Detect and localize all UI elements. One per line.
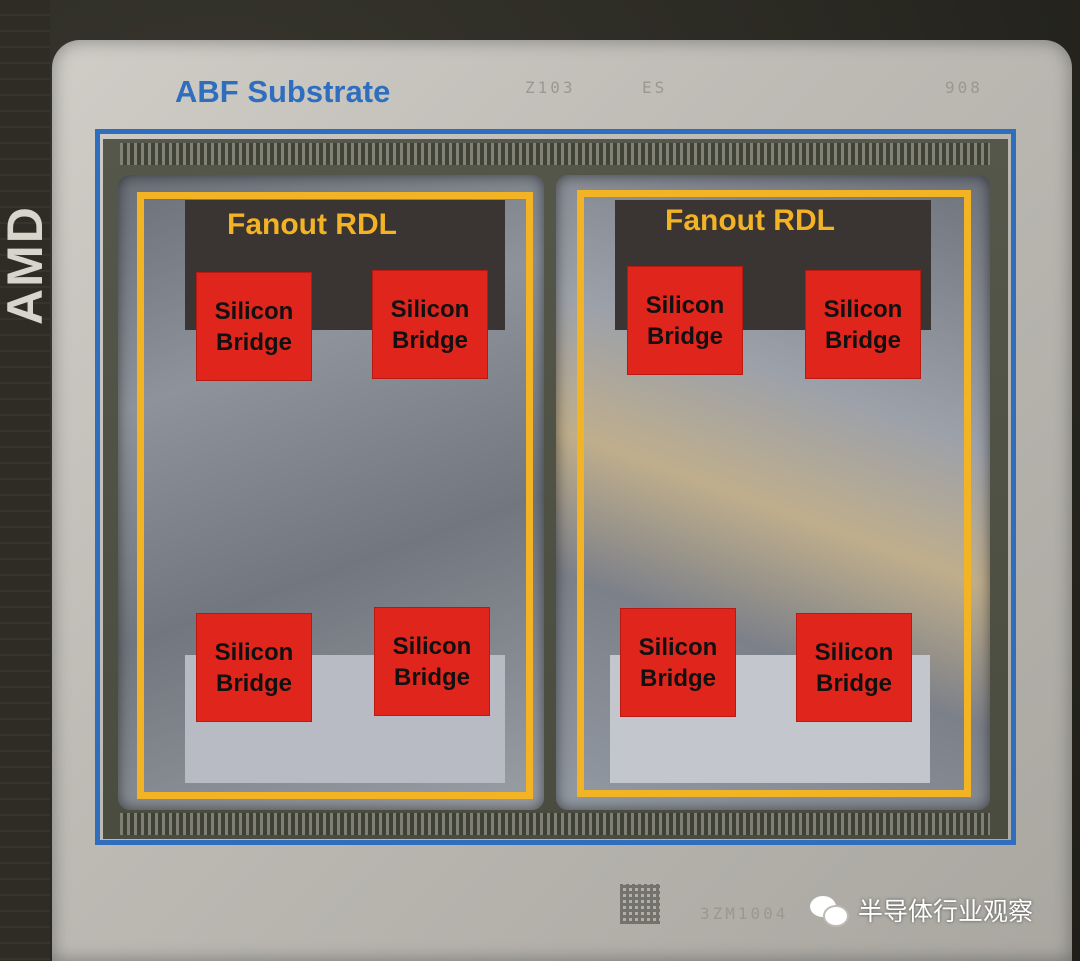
silicon-bridge: Silicon Bridge	[196, 272, 312, 381]
amd-logo: AMD	[0, 205, 53, 325]
bridge-label-line1: Silicon	[645, 291, 725, 319]
pcb-edge	[0, 0, 50, 961]
fanout-rdl-right-outline	[577, 190, 971, 797]
bridge-label-line1: Silicon	[392, 632, 472, 660]
bridge-label-line2: Bridge	[646, 322, 723, 350]
fanout-rdl-label-left: Fanout RDL	[227, 208, 397, 241]
lid-mark-d: 3ZM1004	[700, 904, 789, 923]
bridge-label-line2: Bridge	[391, 326, 468, 354]
abf-substrate-outline	[95, 129, 1016, 845]
silicon-bridge: Silicon Bridge	[627, 266, 743, 375]
bridge-label-line1: Silicon	[214, 638, 294, 666]
bridge-label-line2: Bridge	[393, 663, 470, 691]
bridge-label-line2: Bridge	[215, 328, 292, 356]
bridge-label-line1: Silicon	[823, 295, 903, 323]
bridge-label-line2: Bridge	[639, 664, 716, 692]
silicon-bridge: Silicon Bridge	[620, 608, 736, 717]
lid-mark-c: 908	[945, 78, 983, 97]
qr-code-mark	[620, 884, 660, 924]
watermark-text: 半导体行业观察	[858, 897, 1034, 926]
fanout-rdl-left-outline	[137, 192, 533, 799]
silicon-bridge: Silicon Bridge	[196, 613, 312, 722]
lid-mark-b: ES	[642, 78, 668, 97]
silicon-bridge: Silicon Bridge	[374, 607, 490, 716]
silicon-bridge: Silicon Bridge	[372, 270, 488, 379]
bridge-label-line1: Silicon	[214, 297, 294, 325]
watermark: 半导体行业观察	[810, 892, 1033, 928]
abf-substrate-label: ABF Substrate	[175, 74, 391, 109]
bridge-label-line1: Silicon	[390, 295, 470, 323]
silicon-bridge: Silicon Bridge	[805, 270, 921, 379]
bump-row-bottom	[120, 813, 990, 835]
bump-row-top	[120, 143, 990, 165]
lid-mark-a: Z103	[525, 78, 576, 97]
bridge-label-line2: Bridge	[815, 669, 892, 697]
wechat-icon	[810, 894, 850, 927]
silicon-bridge: Silicon Bridge	[796, 613, 912, 722]
bridge-label-line2: Bridge	[824, 326, 901, 354]
bridge-label-line1: Silicon	[638, 633, 718, 661]
fanout-rdl-label-right: Fanout RDL	[665, 204, 835, 237]
bridge-label-line1: Silicon	[814, 638, 894, 666]
bridge-label-line2: Bridge	[215, 669, 292, 697]
